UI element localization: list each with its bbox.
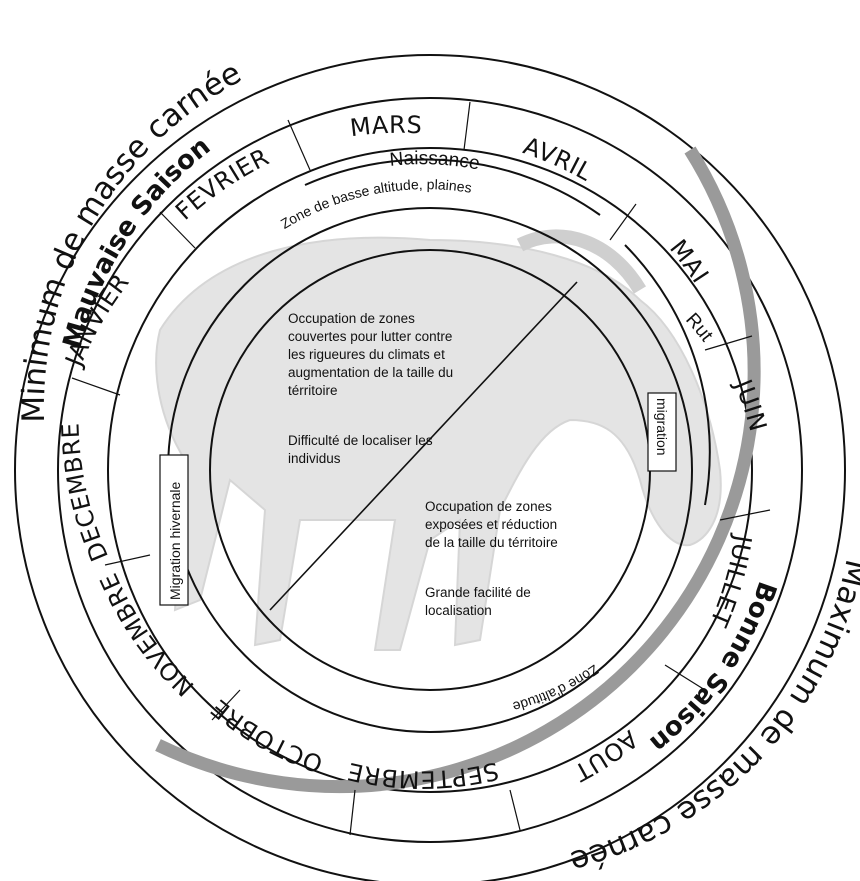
event-arcs <box>304 158 711 506</box>
winter-note: Occupation de zones couvertes pour lutte… <box>288 292 508 500</box>
migration-label: migration <box>654 398 670 456</box>
rut-arc <box>624 244 711 506</box>
month-ring-outer <box>57 97 803 843</box>
migration-box <box>647 392 677 472</box>
winter-note-occupation: Occupation de zones couvertes pour lutte… <box>288 311 454 398</box>
winter-migration-label: Migration hivernale <box>167 482 183 600</box>
month-june: JUIN <box>728 374 772 435</box>
horse-sketch <box>155 229 722 651</box>
month-march: MARS <box>349 111 423 142</box>
season-split-line <box>269 281 578 611</box>
good-season-band <box>155 146 761 794</box>
birth-label: Naissance <box>389 148 482 174</box>
winter-migration-box <box>159 454 189 606</box>
birth-arc <box>304 158 601 216</box>
winter-note-difficulty: Difficulté de localiser les individus <box>288 433 433 466</box>
month-may: MAI <box>664 234 714 288</box>
summer-note-facility: Grande facilité de localisation <box>425 585 531 618</box>
month-dividers <box>71 101 771 836</box>
month-september: SEPTEMBRE <box>345 756 502 793</box>
month-ring-inner <box>107 147 753 793</box>
summer-note: Occupation de zones exposées et réductio… <box>425 480 615 652</box>
outer-ring <box>14 54 846 881</box>
summer-note-occupation: Occupation de zones exposées et réductio… <box>425 499 558 550</box>
